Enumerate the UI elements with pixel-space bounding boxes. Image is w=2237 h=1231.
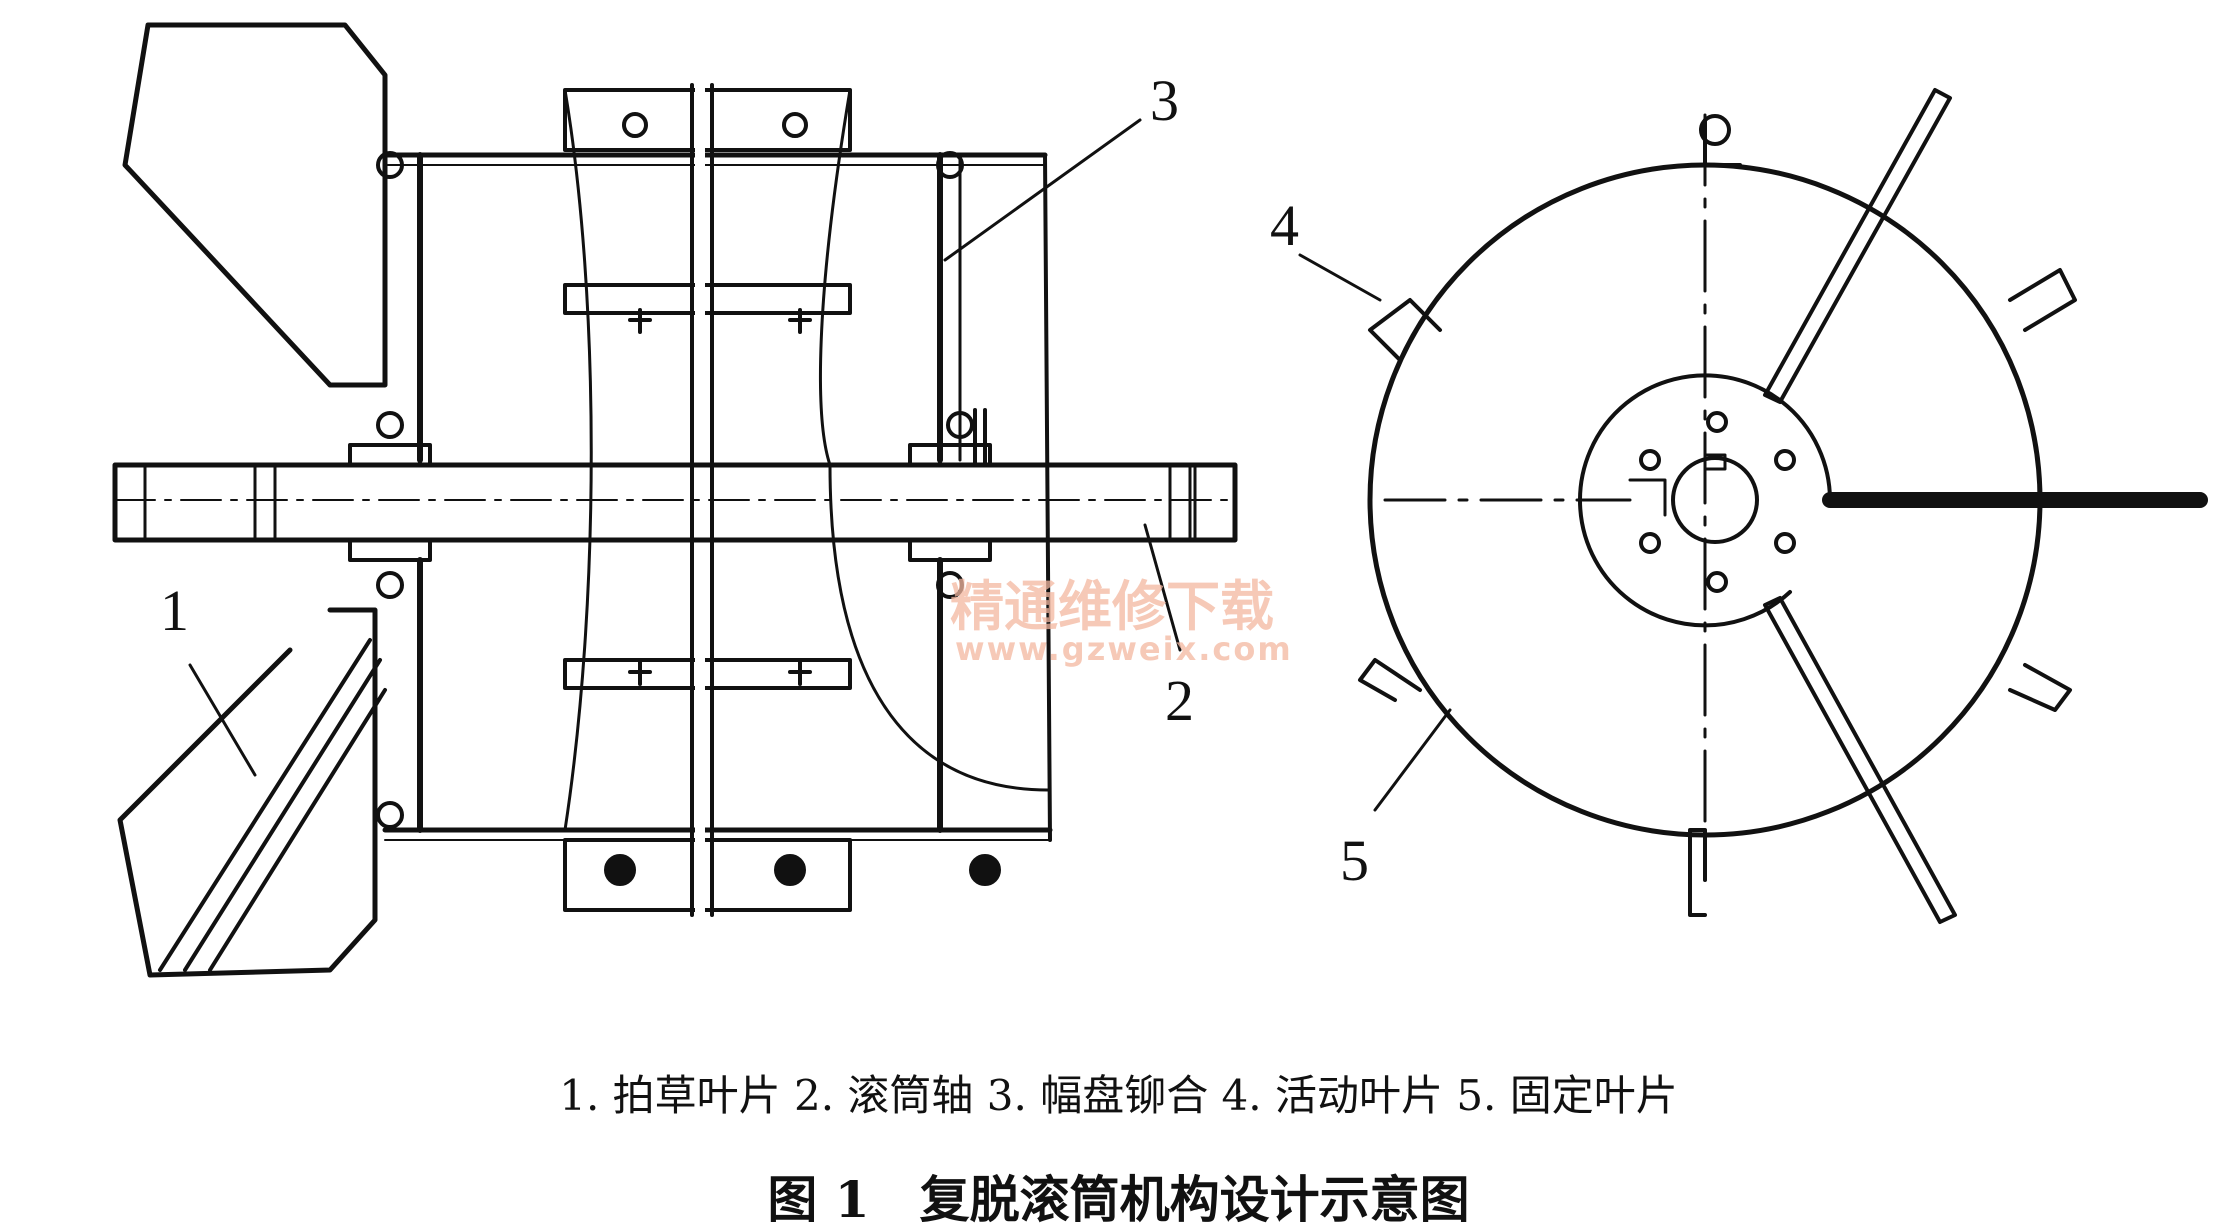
callout-3: 3 xyxy=(1150,68,1179,133)
side-view xyxy=(112,22,1238,978)
leader-5 xyxy=(1373,708,1452,812)
end-view xyxy=(1298,88,2208,924)
blade-mounts xyxy=(1358,114,2077,917)
callout-4: 4 xyxy=(1270,193,1299,258)
leader-3 xyxy=(943,118,1142,262)
upper-beating-blade xyxy=(122,22,388,388)
leader-1 xyxy=(188,663,257,777)
leader-2 xyxy=(1143,523,1182,652)
leader-4 xyxy=(1298,253,1382,302)
lower-beating-blade xyxy=(117,607,387,978)
callout-5: 5 xyxy=(1340,828,1369,893)
figure-title: 图 1 复脱滚筒机构设计示意图 xyxy=(767,1170,1470,1229)
watermark-url: www.gzweix.com xyxy=(955,630,1293,668)
drum-cylinder xyxy=(382,88,1053,842)
drum-shaft xyxy=(112,462,1238,543)
callout-2: 2 xyxy=(1165,668,1194,733)
watermark-text: 精通维修下载 xyxy=(950,575,1274,638)
figure-legend: 1. 拍草叶片 2. 滚筒轴 3. 幅盘铆合 4. 活动叶片 5. 固定叶片 xyxy=(559,1071,1678,1120)
fixed-blades xyxy=(1763,88,2208,924)
callout-1: 1 xyxy=(160,578,189,643)
shaft-hubs xyxy=(348,151,992,829)
fixed-blade-5 xyxy=(1358,658,1422,702)
movable-blade-4 xyxy=(1368,298,1442,362)
hub xyxy=(1578,373,1832,628)
